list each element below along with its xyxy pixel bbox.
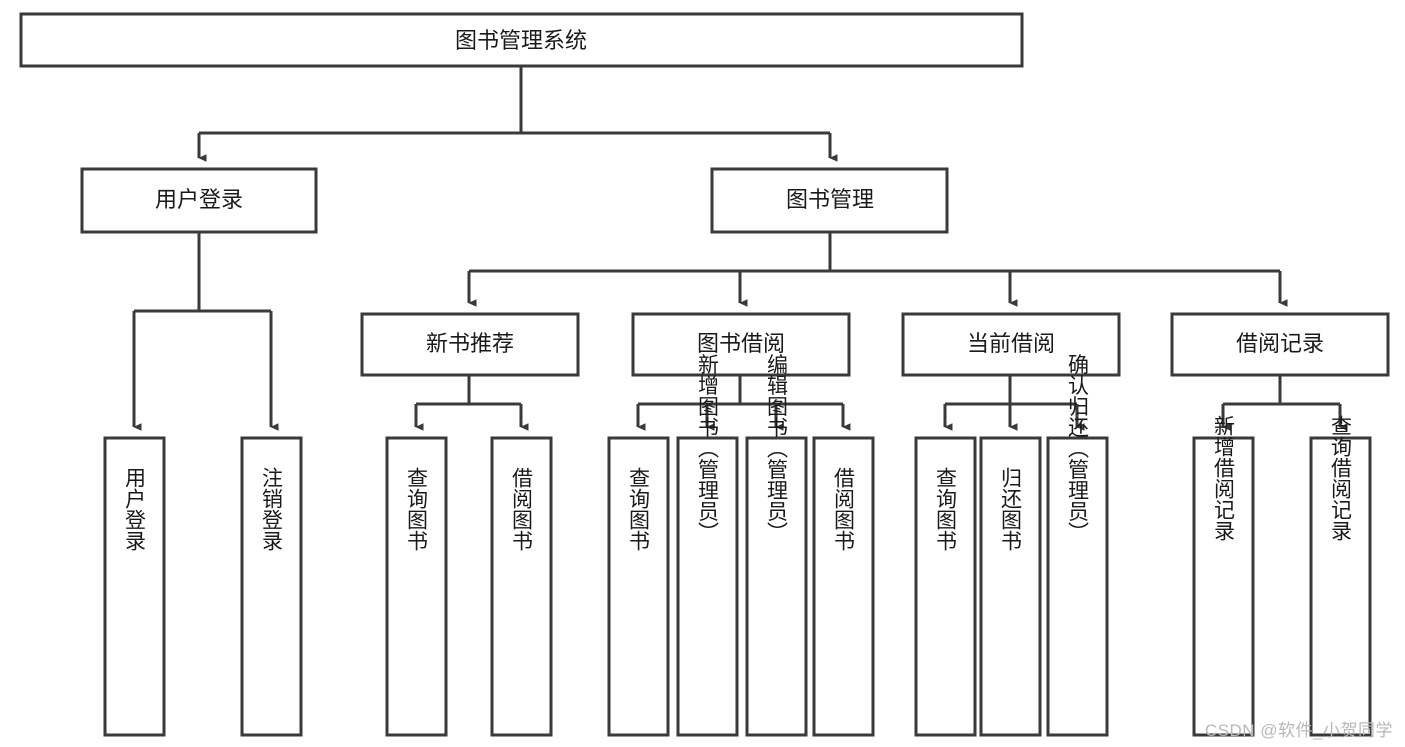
node-book-management-label: 图书管理 [786, 187, 874, 212]
leaf-logout-login-label: 注销登录 [260, 467, 284, 551]
node-book-management-box[interactable] [710, 167, 949, 234]
node-new-book-recommend-box[interactable] [360, 312, 580, 377]
node-current-borrow[interactable]: 当前借阅 [901, 312, 1121, 377]
leaf-query-book-3-box[interactable] [914, 436, 977, 737]
leaf-query-book-2-box[interactable] [607, 436, 670, 737]
node-borrow-record-label: 借阅记录 [1236, 331, 1324, 356]
node-borrow-record[interactable]: 借阅记录 [1170, 312, 1390, 377]
node-book-borrow-box[interactable] [631, 312, 851, 377]
connector-group [132, 66, 1348, 431]
leaf-query-book-2-label: 查询图书 [627, 467, 651, 551]
leaf-query-record-box[interactable] [1309, 436, 1372, 737]
leaf-borrow-book-1[interactable]: 借阅图书 [490, 436, 553, 737]
leaf-user-login[interactable]: 用户登录 [103, 436, 166, 737]
leaf-edit-book[interactable]: 编辑图书（管理员） [745, 354, 808, 737]
leaf-return-book-label: 归还图书 [999, 467, 1023, 551]
leaf-query-book-2[interactable]: 查询图书 [607, 436, 670, 737]
leaf-logout-login-box[interactable] [240, 436, 303, 737]
leaf-confirm-return-box[interactable] [1046, 436, 1109, 737]
leaf-borrow-book-2[interactable]: 借阅图书 [812, 436, 875, 737]
node-borrow-record-box[interactable] [1170, 312, 1390, 377]
node-root-box[interactable] [19, 12, 1024, 68]
leaf-user-login-label: 用户登录 [123, 467, 147, 551]
leaf-add-record-box[interactable] [1192, 436, 1255, 737]
leaf-borrow-book-1-box[interactable] [490, 436, 553, 737]
node-current-borrow-label: 当前借阅 [967, 331, 1055, 356]
watermark-label: CSDN @软件_小贺同学 [1204, 721, 1393, 740]
leaf-confirm-return[interactable]: 确认归还（管理员） [1046, 354, 1109, 737]
leaf-add-record-label: 新增借阅记录 [1212, 415, 1236, 541]
leaf-logout-login[interactable]: 注销登录 [240, 436, 303, 737]
node-user-login[interactable]: 用户登录 [80, 167, 318, 234]
leaf-borrow-book-2-label: 借阅图书 [832, 467, 856, 551]
leaf-query-record[interactable]: 查询借阅记录 [1309, 415, 1372, 737]
node-root[interactable]: 图书管理系统 [19, 12, 1024, 68]
node-user-login-box[interactable] [80, 167, 318, 234]
leaf-query-book-1-label: 查询图书 [405, 467, 429, 551]
leaf-query-record-label: 查询借阅记录 [1329, 415, 1353, 541]
node-new-book-recommend-label: 新书推荐 [426, 331, 514, 356]
node-book-management[interactable]: 图书管理 [710, 167, 949, 234]
node-book-borrow-label: 图书借阅 [697, 331, 785, 356]
node-user-login-label: 用户登录 [155, 187, 243, 212]
leaf-user-login-box[interactable] [103, 436, 166, 737]
leaf-add-book[interactable]: 新增图书（管理员） [676, 354, 739, 737]
node-root-label: 图书管理系统 [455, 28, 587, 53]
leaf-add-book-label: 新增图书（管理员） [696, 354, 720, 543]
leaf-add-book-box[interactable] [676, 436, 739, 737]
leaf-edit-book-box[interactable] [745, 436, 808, 737]
leaf-borrow-book-2-box[interactable] [812, 436, 875, 737]
leaf-borrow-book-1-label: 借阅图书 [510, 467, 534, 551]
leaf-query-book-1[interactable]: 查询图书 [385, 436, 448, 737]
leaf-confirm-return-label: 确认归还（管理员） [1066, 354, 1090, 543]
node-book-borrow[interactable]: 图书借阅 [631, 312, 851, 377]
leaf-edit-book-label: 编辑图书（管理员） [765, 354, 789, 543]
leaf-add-record[interactable]: 新增借阅记录 [1192, 415, 1255, 737]
leaf-query-book-3[interactable]: 查询图书 [914, 436, 977, 737]
node-new-book-recommend[interactable]: 新书推荐 [360, 312, 580, 377]
leaf-query-book-3-label: 查询图书 [934, 467, 958, 551]
leaf-query-book-1-box[interactable] [385, 436, 448, 737]
leaf-return-book-box[interactable] [979, 436, 1042, 737]
node-current-borrow-box[interactable] [901, 312, 1121, 377]
leaf-return-book[interactable]: 归还图书 [979, 436, 1042, 737]
